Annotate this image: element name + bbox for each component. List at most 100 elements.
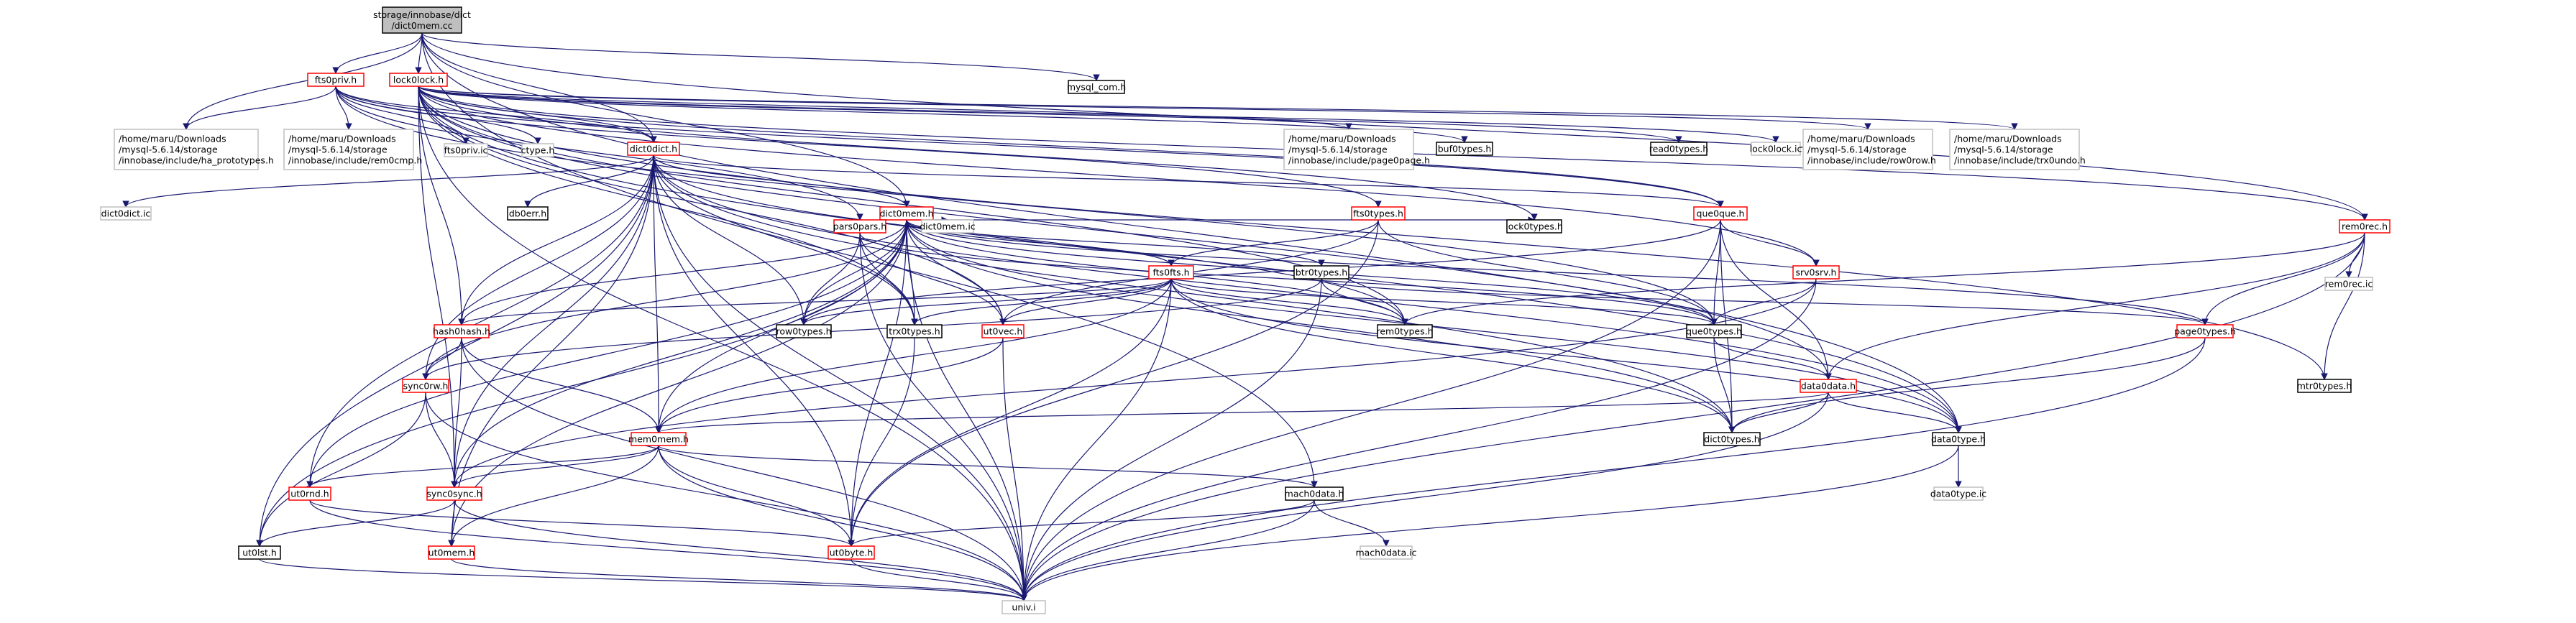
- node-fts0fts[interactable]: fts0fts.h: [1148, 265, 1194, 280]
- node-trx0types[interactable]: trx0types.h: [886, 324, 943, 338]
- edge-dict0dict-to-row0types: [653, 154, 807, 326]
- edge-trx0types-to-ut0byte: [848, 337, 915, 547]
- node-buf0types[interactable]: buf0types.h: [1436, 142, 1493, 156]
- node-data0data[interactable]: data0data.h: [1800, 379, 1857, 393]
- edge-data0type-to-univ: [1020, 445, 1959, 601]
- node-page0types[interactable]: page0types.h: [2174, 324, 2236, 338]
- node-label: que0types.h: [1686, 326, 1742, 337]
- node-mysql-com[interactable]: mysql_com.h: [1067, 80, 1126, 94]
- node-ut0vec[interactable]: ut0vec.h: [981, 324, 1025, 338]
- node-dict0dict[interactable]: dict0dict.h: [627, 142, 680, 156]
- node-box: [382, 6, 462, 34]
- node-box: [1949, 129, 2080, 170]
- node-dict0dict-ic[interactable]: dict0dict.ic: [100, 206, 152, 221]
- node-que0que[interactable]: que0que.h: [1693, 206, 1748, 221]
- edge-dict0dict-to-dict0mem: [653, 154, 910, 208]
- node-fts0priv[interactable]: fts0priv.h: [307, 73, 365, 87]
- node-label: data0type.h: [1931, 434, 1986, 445]
- node-label: /mysql-5.6.14/storage: [119, 144, 218, 155]
- node-label: pars0pars.h: [833, 221, 886, 232]
- node-srv0srv[interactable]: srv0srv.h: [1792, 265, 1840, 280]
- node-box: [1693, 206, 1748, 221]
- node-rem0types[interactable]: rem0types.h: [1376, 324, 1434, 338]
- edge-que0que-to-que0types: [1710, 219, 1721, 326]
- edge-fts0fts-to-trx0types: [911, 278, 1172, 326]
- edge-lock0lock-to-lock0types: [418, 86, 1538, 221]
- node-box: [2297, 379, 2352, 393]
- edge-ut0lst-to-univ: [259, 558, 1027, 601]
- node-ut0rnd[interactable]: ut0rnd.h: [288, 486, 331, 501]
- node-label: /innobase/include/ha_prototypes.h: [119, 155, 274, 166]
- node-ut0lst[interactable]: ut0lst.h: [238, 545, 281, 560]
- edge-que0que-to-row0types: [800, 219, 1721, 326]
- node-rem0rec[interactable]: rem0rec.h: [2339, 219, 2391, 234]
- node-data0type-ic[interactable]: data0type.ic: [1930, 486, 1986, 501]
- node-sync0rw[interactable]: sync0rw.h: [402, 379, 449, 393]
- node-dict0mem-ic[interactable]: dict0mem.ic: [920, 219, 976, 234]
- node-db0err[interactable]: db0err.h: [507, 206, 549, 221]
- node-row0types[interactable]: row0types.h: [776, 324, 832, 338]
- node-lock0lock[interactable]: lock0lock.h: [389, 73, 448, 87]
- edge-dict0dict-to-trx0types: [653, 154, 918, 326]
- edge-mem0mem-to-sync0sync: [451, 445, 659, 488]
- node-dict0mem[interactable]: dict0mem.h: [879, 206, 934, 221]
- node-label: data0type.ic: [1930, 489, 1986, 499]
- node-mach0data[interactable]: mach0data.h: [1285, 486, 1344, 501]
- node-box: [2176, 324, 2234, 338]
- node-mem0mem[interactable]: mem0mem.h: [628, 432, 689, 446]
- edge-btr0types-to-rem0types: [1321, 278, 1408, 326]
- node-rem0cmp[interactable]: /home/maru/Downloads/mysql-5.6.14/storag…: [283, 129, 422, 170]
- node-box: [1751, 142, 1801, 156]
- node-que0types[interactable]: que0types.h: [1686, 324, 1742, 338]
- edge-lock0lock-to-trx0types: [418, 86, 918, 326]
- node-label: fts0priv.h: [315, 75, 357, 86]
- node-fts0types[interactable]: fts0types.h: [1351, 206, 1406, 221]
- node-mtr0types[interactable]: mtr0types.h: [2297, 379, 2352, 393]
- edge-srv0srv-to-sync0sync: [451, 278, 1817, 488]
- node-fts0priv-ic[interactable]: fts0priv.ic: [444, 143, 488, 157]
- node-lock0types[interactable]: lock0types.h: [1505, 219, 1563, 234]
- node-root[interactable]: storage/innobase/dict/dict0mem.cc: [373, 6, 471, 34]
- edge-root-to-fts0priv: [332, 32, 423, 74]
- node-box: [507, 206, 549, 221]
- node-label: storage/innobase/dict: [373, 9, 471, 20]
- node-lock0lock-ic[interactable]: lock0lock.ic: [1750, 142, 1802, 156]
- node-label: btr0types.h: [1296, 267, 1347, 278]
- node-box: [389, 73, 448, 87]
- edge-dict0dict-to-ut0rnd: [306, 154, 654, 488]
- node-ut0mem[interactable]: ut0mem.h: [428, 545, 475, 560]
- node-univ[interactable]: univ.i: [1001, 600, 1046, 614]
- node-box: [521, 143, 554, 157]
- node-ctype[interactable]: ctype.h: [521, 143, 555, 157]
- edge-que0que-to-srv0srv: [1720, 219, 1820, 267]
- edge-sync0sync-to-univ: [454, 499, 1027, 601]
- node-label: /home/maru/Downloads: [1807, 134, 1915, 144]
- node-box: [434, 324, 490, 338]
- node-rem0rec-ic[interactable]: rem0rec.ic: [2324, 277, 2373, 291]
- node-box: [1351, 206, 1406, 221]
- node-btr0types[interactable]: btr0types.h: [1293, 265, 1349, 280]
- node-mach0data-ic[interactable]: mach0data.ic: [1355, 545, 1417, 560]
- node-ut0byte[interactable]: ut0byte.h: [828, 545, 875, 560]
- edge-dict0mem-to-dict0types: [906, 219, 1736, 433]
- edge-dict0mem-to-ut0byte: [848, 219, 907, 547]
- node-sync0sync[interactable]: sync0sync.h: [426, 486, 482, 501]
- node-box: [1506, 219, 1562, 234]
- edge-fts0priv-to-dict0dict: [335, 86, 657, 143]
- node-hash0hash[interactable]: hash0hash.h: [433, 324, 490, 338]
- node-data0type[interactable]: data0type.h: [1931, 432, 1986, 446]
- node-pars0pars[interactable]: pars0pars.h: [833, 219, 886, 234]
- edge-fts0fts-to-univ: [1020, 278, 1172, 601]
- node-label: ut0vec.h: [984, 326, 1023, 337]
- edge-dict0mem-to-ut0mem: [448, 219, 907, 547]
- node-dict0types[interactable]: dict0types.h: [1703, 432, 1761, 446]
- node-label: dict0mem.ic: [920, 221, 976, 232]
- node-row0row[interactable]: /home/maru/Downloads/mysql-5.6.14/storag…: [1802, 129, 1936, 170]
- node-read0types[interactable]: read0types.h: [1649, 142, 1708, 156]
- node-page0page[interactable]: /home/maru/Downloads/mysql-5.6.14/storag…: [1283, 129, 1430, 170]
- node-label: ctype.h: [521, 145, 555, 156]
- node-box: [114, 129, 259, 170]
- node-label: ut0byte.h: [830, 548, 874, 558]
- node-trx0undo[interactable]: /home/maru/Downloads/mysql-5.6.14/storag…: [1949, 129, 2086, 170]
- node-ha-prototypes[interactable]: /home/maru/Downloads/mysql-5.6.14/storag…: [114, 129, 274, 170]
